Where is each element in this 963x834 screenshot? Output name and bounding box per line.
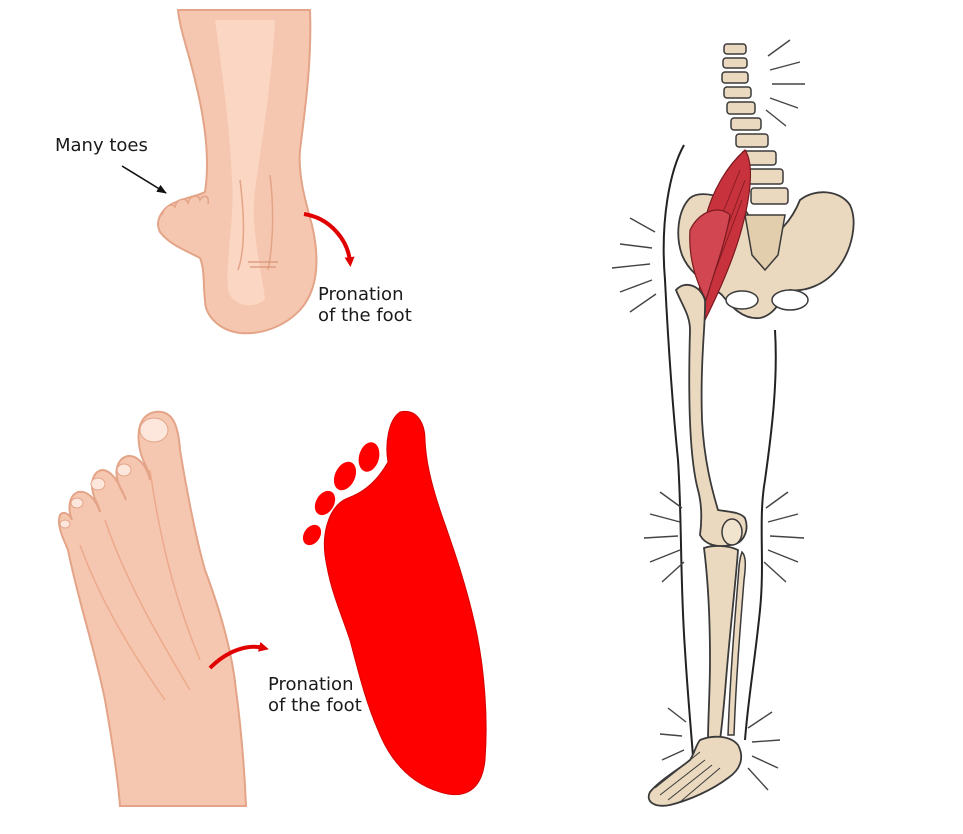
body-outline-right (744, 329, 777, 741)
toenail-2 (116, 463, 132, 477)
pain-rays-ankle-left (659, 707, 687, 761)
vertebra (721, 71, 749, 84)
rear-pronation-label: Pronation of the foot (318, 284, 412, 326)
achilles-line (237, 179, 245, 271)
femur (674, 283, 748, 548)
big-toenail (139, 417, 169, 443)
footprint (302, 410, 487, 796)
vertebra (735, 133, 769, 148)
sacrum (744, 214, 786, 272)
foot-bones (647, 735, 742, 807)
toenail-4 (70, 497, 84, 509)
footprint-toe-3 (333, 461, 357, 491)
foot-tendon-3 (79, 544, 166, 701)
spine (721, 43, 789, 205)
vertebra (723, 86, 752, 99)
heel-crease (248, 261, 278, 268)
patella (721, 518, 743, 546)
vertebra (746, 168, 784, 185)
top-pronation-line-1: Pronation (268, 674, 354, 695)
footprint-toe-5 (302, 524, 322, 546)
pain-rays-ankle-right (747, 711, 781, 791)
pain-rays-knee-right (763, 491, 805, 583)
toenail-3 (90, 477, 106, 491)
rear-leg-highlight (215, 20, 275, 306)
top-pronation-line-2: of the foot (268, 695, 362, 716)
pain-rays-spine (765, 39, 805, 127)
rear-pronation-line-2: of the foot (318, 305, 412, 326)
pain-rays-hip (611, 217, 657, 313)
metatarsal-lines (654, 751, 721, 803)
rear-pronation-arrow (303, 212, 355, 267)
many-toes-pointer (121, 165, 167, 194)
foot-tendon-2 (104, 519, 191, 691)
achilles-line-2 (267, 174, 274, 271)
pain-rays-knee-left (643, 491, 685, 583)
vertebra (730, 117, 762, 131)
footprint-toe-4 (314, 490, 336, 516)
footprint-sole (323, 410, 487, 796)
top-pronation-label: Pronation of the foot (268, 674, 362, 716)
rear-pronation-line-1: Pronation (318, 284, 404, 305)
vertebra (723, 43, 747, 55)
vertebra (750, 187, 789, 205)
top-foot-illustration (58, 410, 269, 807)
vertebra (722, 57, 748, 69)
fibula (727, 550, 747, 736)
tibia (703, 545, 739, 741)
many-toes-label: Many toes (55, 135, 148, 156)
top-pronation-arrow (208, 641, 269, 670)
rear-foot-illustration (121, 9, 355, 335)
vertebra (726, 101, 756, 115)
body-outline-left (662, 144, 695, 771)
obturator-right (771, 289, 809, 311)
top-foot (58, 410, 248, 807)
rear-toes (161, 195, 210, 216)
footprint-toe-2 (358, 442, 380, 472)
foot-tendon (149, 469, 201, 661)
toenail-5 (59, 519, 71, 529)
obturator-left (725, 290, 759, 310)
many-toes-text: Many toes (55, 135, 148, 156)
skeleton-illustration (611, 39, 855, 807)
iliacus-muscle (689, 209, 731, 302)
